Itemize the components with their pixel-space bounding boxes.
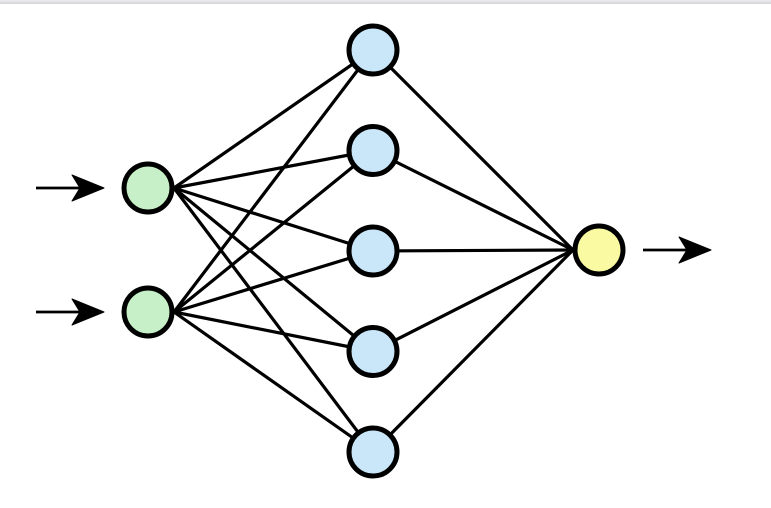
hidden-node-h2: [346, 124, 400, 177]
output-arrow-1-head-icon: [678, 236, 712, 264]
edge-i2-h2: [172, 148, 375, 314]
edge-i2-h4: [172, 310, 375, 354]
edge-i1-h1: [172, 48, 375, 190]
edge-h3-o1: [371, 248, 575, 253]
input-arrow-2: [36, 298, 105, 326]
edge-h5-o1: [371, 248, 575, 454]
input-layer: [121, 161, 175, 339]
io-arrows: [36, 174, 712, 326]
input-arrow-2-head-icon: [71, 298, 105, 326]
hidden-node-h5: [346, 425, 400, 479]
edge-i2-h3: [172, 249, 375, 314]
edge-i2-h5: [172, 310, 375, 454]
edge-i2-h1: [172, 48, 375, 314]
edge-i1-h2: [172, 148, 375, 190]
edge-i1-h5: [172, 186, 375, 454]
input-arrow-1-head-icon: [71, 174, 105, 202]
output-layer: [572, 223, 626, 277]
hidden-node-h3: [346, 224, 400, 278]
edge-h1-o1: [371, 48, 575, 252]
window-top-border: [0, 0, 771, 4]
edge-i1-h3: [172, 186, 375, 253]
hidden-layer: [346, 23, 400, 479]
hidden-node-h4: [346, 325, 400, 378]
input-node-i2: [121, 285, 175, 339]
hidden-node-h1: [346, 23, 400, 77]
edge-i1-h4: [172, 186, 375, 354]
output-node-o1: [572, 223, 626, 277]
edge-h2-o1: [371, 148, 575, 252]
edges: [172, 48, 575, 454]
edge-h4-o1: [371, 248, 575, 354]
input-arrow-1: [36, 174, 105, 202]
input-node-i1: [121, 161, 175, 215]
output-arrow-1: [643, 236, 712, 264]
